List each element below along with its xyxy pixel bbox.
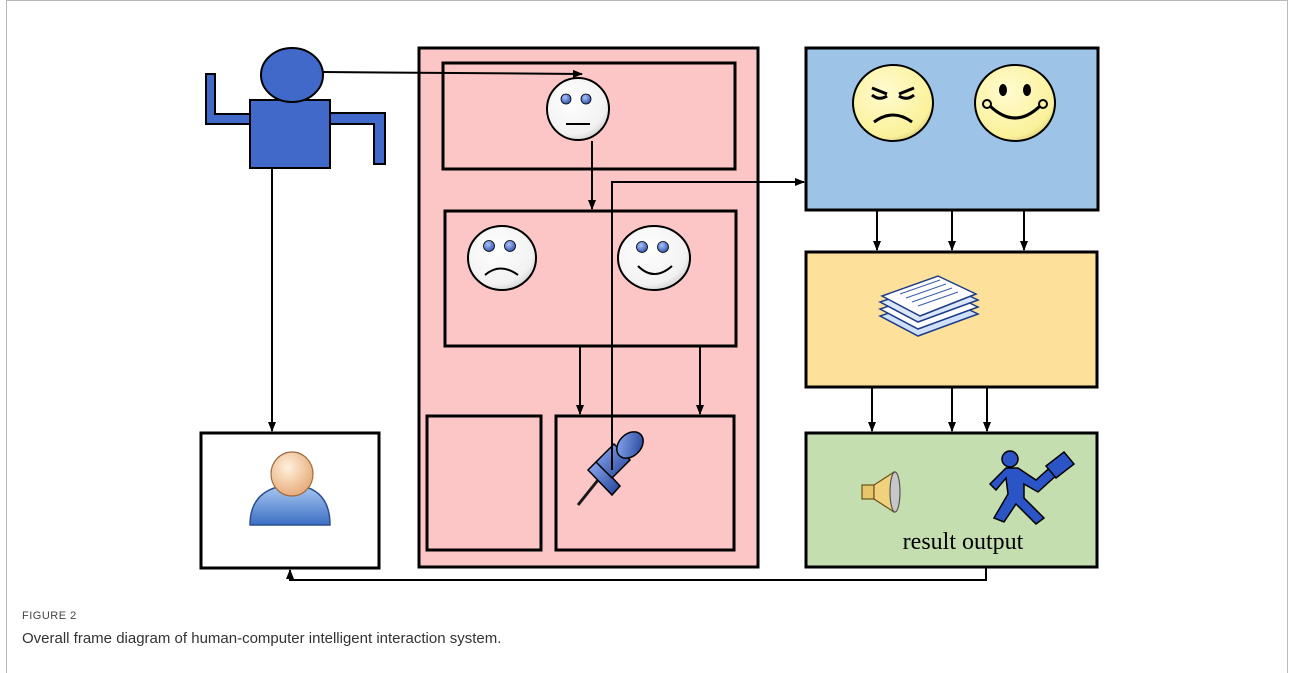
user-avatar-icon (249, 451, 331, 526)
result-output-panel (804, 431, 1099, 569)
sad-face-icon (467, 225, 537, 291)
system-diagram: result output (199, 46, 1100, 581)
result-output-label: result output (903, 529, 1024, 555)
arrow-pushpin-to-recognition (611, 178, 805, 470)
smiling-face-icon (974, 64, 1056, 142)
stick-figure-person-icon (205, 47, 386, 169)
happy-face-icon (617, 225, 691, 291)
expression-classification-box (443, 209, 738, 348)
lower-right-box (554, 414, 736, 552)
arrow-output-to-feedback-box (286, 567, 987, 581)
emotion-recognition-panel (804, 46, 1100, 212)
frowning-face-icon (852, 64, 934, 142)
figure-frame (6, 0, 1288, 673)
walking-person-letter-icon (988, 450, 1076, 525)
figure-label: FIGURE 2 (22, 610, 77, 622)
neutral-face-icon (546, 77, 610, 141)
document-stack-icon (878, 275, 980, 337)
neutral-expression-box (441, 61, 737, 171)
arrow-user-to-neutral-face (322, 69, 583, 78)
figure-caption: Overall frame diagram of human-computer … (22, 630, 502, 647)
speaker-icon (861, 470, 901, 514)
lower-left-box (425, 414, 543, 552)
